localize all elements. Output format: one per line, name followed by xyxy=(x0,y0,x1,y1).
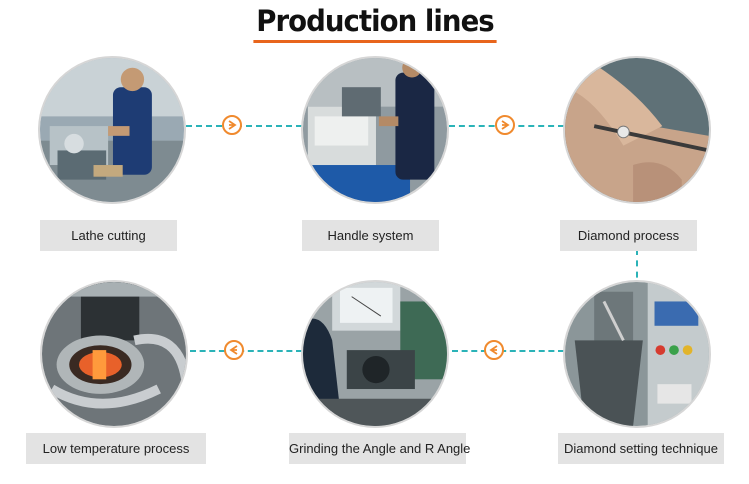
photo-grinding xyxy=(301,280,449,428)
step-label-lathe-cutting: Lathe cutting xyxy=(40,220,177,251)
connector-4-5 xyxy=(452,350,564,352)
step-label-low-temperature: Low temperature process xyxy=(26,433,206,464)
photo-lathe-cutting xyxy=(38,56,186,204)
step-label-diamond-setting: Diamond setting technique xyxy=(558,433,724,464)
page-title-wrap: Production lines xyxy=(0,4,749,43)
photo-low-temperature xyxy=(40,280,188,428)
page-title: Production lines xyxy=(252,4,497,43)
step-label-grinding: Grinding the Angle and R Angle xyxy=(289,433,470,464)
connector-5-6 xyxy=(190,350,302,352)
arrow-right-icon xyxy=(222,115,242,135)
connector-3-4 xyxy=(636,249,638,289)
photo-diamond-setting xyxy=(563,280,711,428)
arrow-left-icon xyxy=(484,340,504,360)
step-label-handle-system: Handle system xyxy=(302,220,439,251)
photo-handle-system xyxy=(301,56,449,204)
step-label-diamond-process: Diamond process xyxy=(560,220,697,251)
arrow-right-icon xyxy=(495,115,515,135)
arrow-left-icon xyxy=(224,340,244,360)
connector-1-2 xyxy=(186,125,302,127)
photo-diamond-process xyxy=(563,56,711,204)
